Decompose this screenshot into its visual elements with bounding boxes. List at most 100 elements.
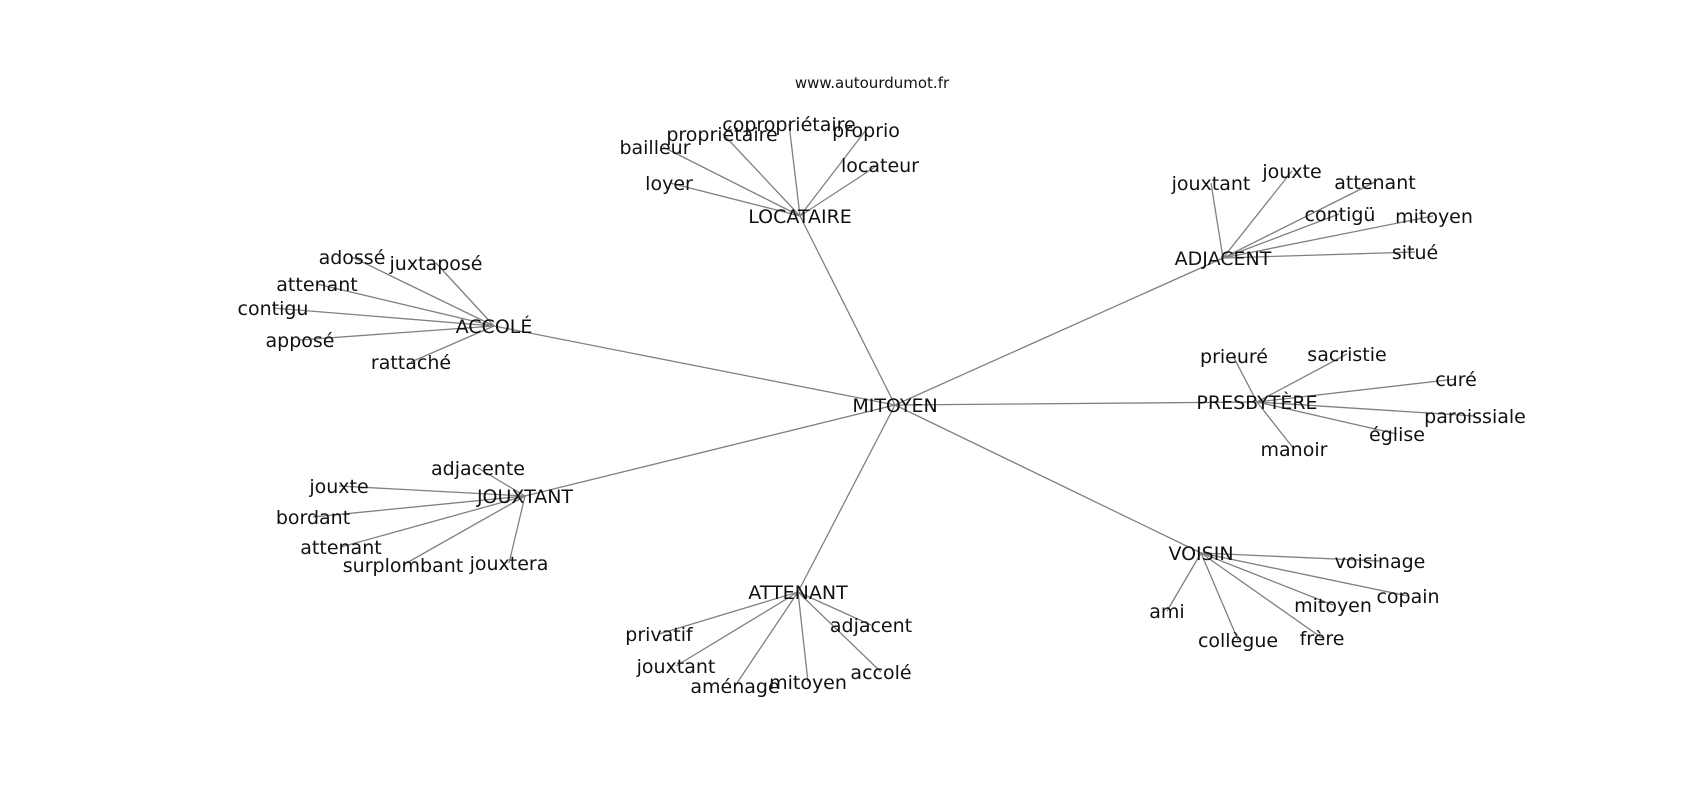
- word-edge: [1200, 552, 1323, 639]
- cluster-label: LOCATAIRE: [748, 206, 852, 228]
- word-edge: [1222, 251, 1416, 259]
- word-node: paroissiale: [1424, 406, 1526, 428]
- word-node: ami: [1149, 601, 1184, 623]
- word-node: frère: [1300, 628, 1345, 650]
- hub-edge: [894, 404, 1202, 554]
- word-node: juxtaposé: [389, 253, 483, 275]
- word-node: copain: [1376, 586, 1439, 608]
- cluster-label: VOISIN: [1168, 543, 1233, 565]
- word-node: surplombant: [343, 555, 463, 577]
- word-edge: [799, 164, 879, 217]
- word-node: jouxte: [308, 476, 368, 498]
- word-edge: [435, 262, 495, 327]
- word-edge: [734, 591, 799, 687]
- word-edge: [402, 495, 526, 566]
- word-node: adjacente: [431, 458, 525, 480]
- word-edge: [1222, 213, 1340, 259]
- hub-edge: [797, 404, 896, 593]
- word-edge: [477, 467, 526, 497]
- word-node: curé: [1435, 369, 1477, 391]
- word-node: loyer: [645, 173, 693, 195]
- cluster-label: ACCOLÉ: [456, 315, 533, 338]
- word-edge: [788, 123, 801, 217]
- word-edge: [1256, 353, 1348, 403]
- word-edge: [797, 591, 882, 673]
- word-edge: [312, 495, 526, 518]
- word-node: contigu: [238, 298, 309, 320]
- word-node: accolé: [850, 662, 911, 684]
- word-edge: [338, 485, 526, 497]
- site-watermark: www.autourdumot.fr: [795, 74, 950, 92]
- word-edge: [340, 495, 526, 548]
- word-edge: [1256, 378, 1457, 403]
- word-node: mitoyen: [769, 672, 847, 694]
- word-node: propriétaire: [666, 124, 777, 146]
- word-node: collègue: [1198, 630, 1278, 652]
- word-node: proprio: [832, 120, 900, 142]
- word-edge: [722, 133, 801, 217]
- hub-edge: [524, 404, 896, 497]
- word-edge: [669, 182, 801, 217]
- word-edge: [799, 129, 867, 217]
- word-node: locateur: [841, 155, 919, 177]
- word-edge: [1222, 181, 1376, 259]
- hub-edge: [799, 215, 896, 406]
- center-word: MITOYEN: [852, 395, 937, 417]
- cluster-label: JOUXTANT: [476, 486, 573, 508]
- word-node: adjacent: [830, 615, 912, 637]
- word-edge: [797, 591, 809, 683]
- word-edge: [1200, 552, 1239, 641]
- cluster-label: ATTENANT: [748, 582, 848, 604]
- word-node: bordant: [276, 507, 350, 529]
- word-node: manoir: [1261, 439, 1328, 461]
- word-node: prieuré: [1200, 346, 1268, 368]
- word-node: adossé: [319, 247, 386, 269]
- hub-edge: [894, 257, 1224, 406]
- word-edge: [1200, 552, 1381, 562]
- word-edge: [662, 146, 801, 217]
- word-edge: [1166, 552, 1202, 612]
- word-node: apposé: [266, 330, 335, 352]
- cluster-label: PRESBYTÈRE: [1196, 391, 1317, 414]
- word-edge: [1256, 401, 1398, 435]
- word-edge: [1200, 552, 1409, 597]
- word-node: voisinage: [1335, 551, 1426, 573]
- word-node: attenant: [300, 537, 381, 559]
- word-node: attenant: [276, 274, 357, 296]
- word-edge: [1200, 552, 1334, 606]
- word-node: copropriétaire: [722, 114, 855, 136]
- word-node: jouxtant: [1171, 173, 1251, 195]
- word-node: aménage: [690, 676, 779, 698]
- hub-edge: [493, 325, 896, 406]
- word-edge: [410, 325, 495, 363]
- word-node: mitoyen: [1294, 595, 1372, 617]
- word-node: contigü: [1305, 204, 1376, 226]
- word-edge: [299, 325, 495, 341]
- word-edge: [272, 307, 495, 327]
- word-edge: [797, 591, 872, 626]
- word-edge: [1222, 170, 1293, 259]
- graph-labels: www.autourdumot.fr MITOYEN LOCATAIRE bail…: [238, 74, 1526, 698]
- word-node: attenant: [1334, 172, 1415, 194]
- word-edge: [658, 591, 799, 635]
- word-node: sacristie: [1307, 344, 1386, 366]
- word-node: privatif: [625, 624, 694, 646]
- word-node: jouxtant: [636, 656, 716, 678]
- graph-edges: [272, 123, 1476, 687]
- word-edge: [1232, 355, 1258, 403]
- word-node: mitoyen: [1395, 206, 1473, 228]
- word-edge: [675, 591, 799, 667]
- word-edge: [1256, 401, 1295, 450]
- word-edge: [1210, 182, 1224, 259]
- word-node: jouxte: [1261, 161, 1321, 183]
- word-node: rattaché: [371, 352, 451, 374]
- word-edge: [508, 495, 526, 564]
- word-edge: [1256, 401, 1476, 417]
- word-node: situé: [1392, 242, 1438, 264]
- cluster-label: ADJACENT: [1175, 248, 1272, 270]
- hub-edge: [894, 401, 1258, 406]
- word-edge: [1222, 215, 1434, 259]
- word-node: bailleur: [619, 137, 690, 159]
- word-edge: [351, 256, 495, 327]
